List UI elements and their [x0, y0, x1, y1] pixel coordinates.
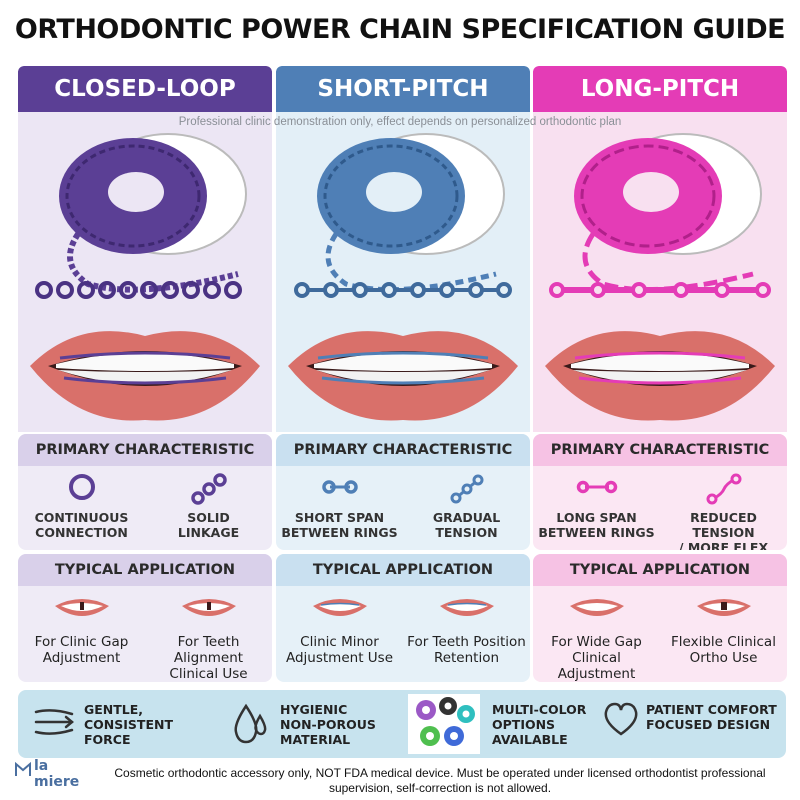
primary-characteristic-section: PRIMARY CHARACTERISTIC CONTINUOUS CONNEC…	[18, 434, 272, 550]
typical-application-section: TYPICAL APPLICATION For Clinic Gap Adjus…	[18, 554, 272, 682]
characteristic-item: SOLID LINKAGE	[145, 468, 272, 550]
braces-smile-illustration	[30, 331, 260, 421]
chain-sample	[549, 282, 771, 298]
demo-disclaimer: Professional clinic demonstration only, …	[178, 116, 622, 128]
chain-sample	[35, 281, 242, 299]
section-heading: PRIMARY CHARACTERISTIC	[276, 434, 530, 466]
linked-rings-icon	[190, 473, 227, 505]
column-header: CLOSED-LOOP	[18, 66, 272, 112]
characteristic-item: LONG SPAN BETWEEN RINGS	[533, 468, 660, 550]
braces-smile-icon	[439, 599, 494, 616]
characteristic-item: SHORT SPAN BETWEEN RINGS	[276, 468, 403, 550]
primary-characteristic-section: PRIMARY CHARACTERISTIC SHORT SPAN BETWEE…	[276, 434, 530, 550]
flex-link-icon	[706, 473, 741, 505]
chain-spool-illustration	[574, 133, 762, 293]
application-item: For Wide Gap Clinical Adjustment	[533, 588, 660, 682]
braces-smile-illustration	[288, 331, 518, 421]
application-item: Flexible Clinical Ortho Use	[660, 588, 787, 678]
chain-sample	[294, 282, 512, 298]
section-heading: PRIMARY CHARACTERISTIC	[18, 434, 272, 466]
characteristic-item: REDUCED TENSION / MORE FLEX	[660, 468, 787, 550]
chain-spool-illustration	[59, 133, 247, 293]
characteristic-item: GRADUAL TENSION	[403, 468, 530, 550]
application-item: For Clinic Gap Adjustment	[18, 588, 145, 678]
feature-item: GENTLE, CONSISTENT FORCE	[32, 690, 212, 758]
gap-smile-icon	[54, 599, 109, 616]
section-heading: TYPICAL APPLICATION	[18, 554, 272, 586]
column-closed-loop: CLOSED-LOOP PRIMARY CHARACTERISTI	[18, 66, 272, 684]
smile-icon	[181, 599, 236, 616]
section-heading: TYPICAL APPLICATION	[533, 554, 787, 586]
typical-application-section: TYPICAL APPLICATION Clinic Minor Adjustm…	[276, 554, 530, 682]
heart-icon	[604, 702, 638, 736]
section-heading: TYPICAL APPLICATION	[276, 554, 530, 586]
column-header: LONG-PITCH	[533, 66, 787, 112]
column-header: SHORT-PITCH	[276, 66, 530, 112]
page-title: ORTHODONTIC POWER CHAIN SPECIFICATION GU…	[14, 14, 786, 45]
feature-item: PATIENT COMFORT FOCUSED DESIGN	[602, 690, 786, 758]
braces-smile-icon	[312, 599, 367, 616]
application-item: For Teeth Position Retention	[403, 588, 530, 678]
application-item: For Teeth Alignment Clinical Use	[145, 588, 272, 682]
brand-logo: la miere	[14, 758, 94, 798]
gap-smile-icon	[696, 599, 751, 616]
hero-panel: LONG-PITCH	[533, 66, 787, 432]
hero-panel: CLOSED-LOOP	[18, 66, 272, 432]
hero-panel: SHORT-PITCH	[276, 66, 530, 432]
multi-color-spools-icon	[408, 694, 480, 754]
arrows-icon	[34, 709, 74, 735]
primary-characteristic-section: PRIMARY CHARACTERISTIC LONG SPAN BETWEEN…	[533, 434, 787, 550]
application-item: Clinic Minor Adjustment Use	[276, 588, 403, 678]
droplets-icon	[234, 703, 267, 744]
column-long-pitch: LONG-PITCH PRIMARY CHARACTERISTIC	[533, 66, 787, 684]
characteristic-item: CONTINUOUS CONNECTION	[18, 468, 145, 550]
short-link-icon	[321, 480, 358, 494]
long-link-icon	[576, 480, 617, 494]
ring-icon	[68, 474, 95, 500]
regulatory-footer: Cosmetic orthodontic accessory only, NOT…	[114, 766, 766, 795]
linked-rings-icon	[450, 474, 483, 504]
braces-smile-illustration	[545, 331, 775, 421]
section-heading: PRIMARY CHARACTERISTIC	[533, 434, 787, 466]
feature-item: MULTI-COLOR OPTIONS AVAILABLE	[408, 690, 608, 758]
chain-spool-illustration	[317, 133, 505, 293]
feature-item: HYGIENIC NON-POROUS MATERIAL	[230, 690, 410, 758]
smile-icon	[569, 599, 624, 616]
column-short-pitch: SHORT-PITCH PRIMARY CHARACTERISTIC	[276, 66, 530, 684]
brand-mark-icon	[15, 761, 31, 776]
typical-application-section: TYPICAL APPLICATION For Wide Gap Clinica…	[533, 554, 787, 682]
features-bar: GENTLE, CONSISTENT FORCE HYGIENIC NON-PO…	[18, 690, 786, 758]
